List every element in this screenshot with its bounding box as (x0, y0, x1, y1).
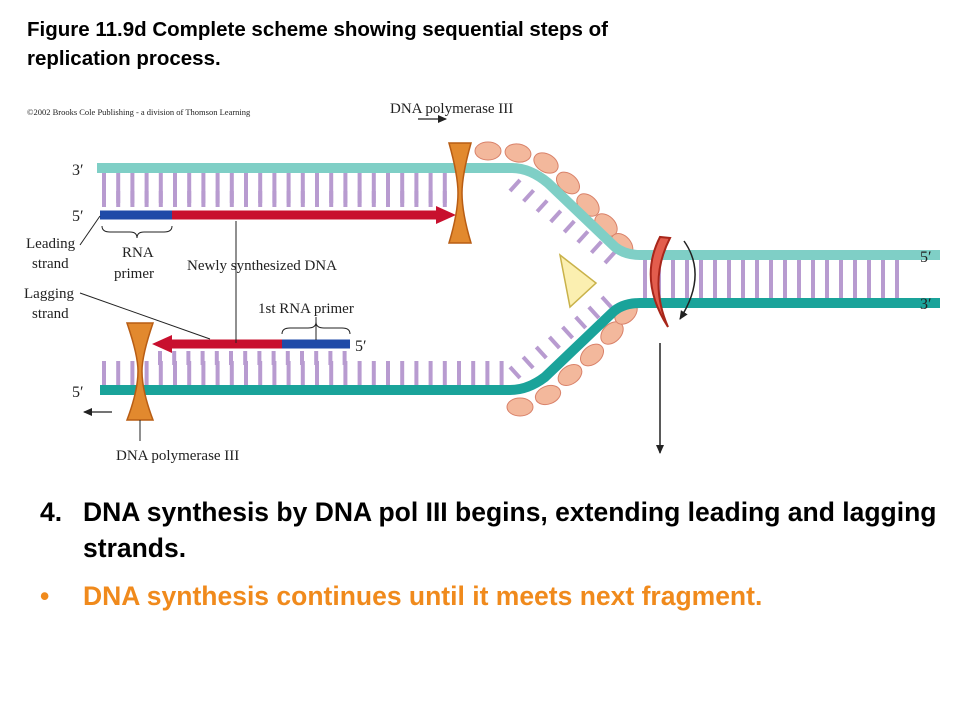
first-rna-primer-brace (281, 321, 351, 335)
ssb-bead (504, 143, 532, 163)
bullet-item-1: 4. DNA synthesis by DNA pol III begins, … (40, 494, 940, 566)
prime-3-bottom-right: 3′ (920, 296, 932, 313)
base-tick (521, 355, 535, 370)
lagging-leader (79, 292, 211, 340)
bullet-2-marker: • (40, 581, 50, 611)
ssb-bead (579, 343, 605, 367)
rna-primer-brace (101, 225, 173, 239)
base-tick (574, 315, 588, 330)
first-rna-primer-label: 1st RNA primer (258, 301, 354, 317)
ssb-bead (534, 384, 562, 406)
ssb-bead (474, 141, 502, 161)
base-tick (547, 335, 561, 350)
newly-synthesized-label: Newly synthesized DNA (187, 258, 337, 274)
base-tick (603, 250, 617, 265)
base-tick (576, 230, 590, 244)
leading-label-1: Leading (26, 236, 76, 252)
base-tick (589, 240, 603, 255)
base-pairs (102, 173, 899, 385)
base-tick (562, 219, 576, 234)
rna-label-1: RNA (122, 245, 154, 261)
leading-label-2: strand (32, 256, 69, 272)
copyright-text: ©2002 Brooks Cole Publishing - a divisio… (27, 107, 251, 117)
base-tick (508, 365, 522, 380)
base-tick (522, 188, 536, 203)
dna-polymerase-top (447, 142, 473, 244)
prime-3-top-left: 3′ (72, 162, 84, 179)
figure-caption: Figure 11.9d Complete scheme showing seq… (27, 15, 927, 73)
prime-5-top-right: 5′ (920, 249, 932, 266)
pol3-bottom-label: DNA polymerase III (116, 448, 239, 464)
bullet-item-2: • DNA synthesis continues until it meets… (40, 578, 940, 614)
rna-label-2: primer (114, 266, 154, 282)
bullet-1-text: DNA synthesis by DNA pol III begins, ext… (83, 497, 937, 563)
base-tick (587, 305, 601, 320)
prime-5-leading: 5′ (72, 208, 84, 225)
leading-new-dna-arrowhead (436, 206, 456, 224)
ssb-bead (557, 364, 583, 386)
top-parental-strand (97, 163, 940, 260)
base-tick (508, 178, 522, 193)
bullet-1-marker: 4. (40, 497, 63, 527)
pol3-top-label: DNA polymerase III (390, 101, 513, 117)
lagging-label-2: strand (32, 306, 69, 322)
prime-5-first-primer: 5′ (355, 338, 367, 355)
base-tick (600, 295, 614, 310)
caption-line-1: Figure 11.9d Complete scheme showing seq… (27, 18, 608, 41)
base-tick (535, 199, 549, 213)
ssb-bead (533, 152, 559, 174)
dna-polymerase-bottom (125, 322, 155, 421)
caption-line-2: replication process. (27, 47, 221, 70)
base-tick (549, 209, 563, 224)
bottom-parental-strand (100, 298, 940, 395)
helicase (649, 235, 672, 328)
replication-fork-diagram: ©2002 Brooks Cole Publishing - a divisio… (24, 101, 940, 464)
helicase-rotation-arrow (679, 240, 696, 320)
base-tick (561, 325, 575, 340)
leading-leader (79, 215, 101, 246)
ssb-bead (506, 397, 534, 417)
lagging-label-1: Lagging (24, 286, 74, 302)
base-tick (534, 345, 548, 360)
bullet-2-text: DNA synthesis continues until it meets n… (83, 581, 763, 611)
primase (558, 253, 598, 309)
prime-5-bottom-left: 5′ (72, 384, 84, 401)
lagging-new-dna-arrowhead (152, 335, 172, 353)
bullet-list: 4. DNA synthesis by DNA pol III begins, … (40, 494, 940, 614)
